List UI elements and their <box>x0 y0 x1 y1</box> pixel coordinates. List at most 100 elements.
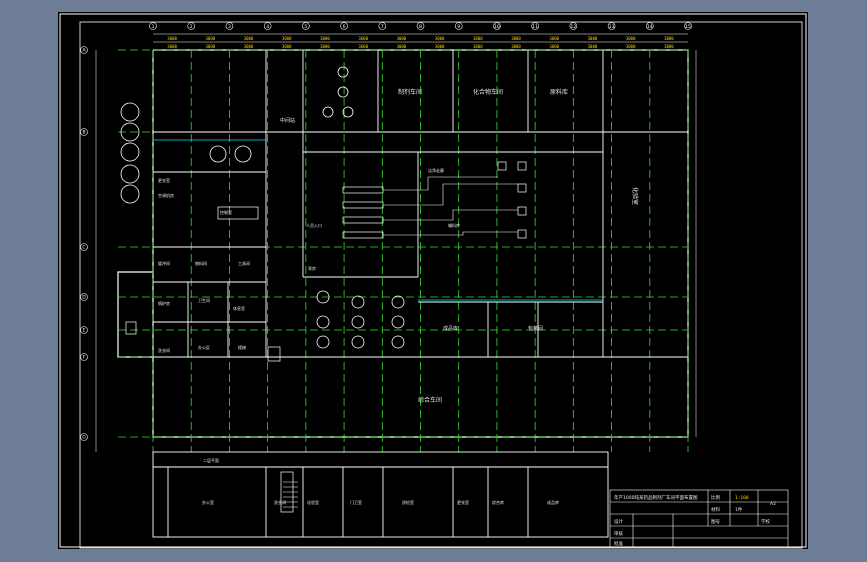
drawing-inner-frame <box>79 21 803 549</box>
axis-bubble-col-10: 10 <box>493 22 501 30</box>
room-label-workshop-a: 制剂车间 <box>398 88 422 96</box>
stair-symbol <box>283 481 298 508</box>
top-dim-4: 3000 <box>282 36 292 41</box>
axis-bubble-col-8: 8 <box>416 22 425 30</box>
room-label-restroom: 休息室 <box>233 305 245 311</box>
title-block-material-label: 材料 <box>711 506 720 513</box>
cyan-partitions <box>153 139 603 301</box>
title-block-school: 学校 <box>761 518 770 525</box>
axis-label-col-14: 14 <box>647 24 653 30</box>
axis-label-row-F: F <box>83 355 86 361</box>
axis-label-col-9: 9 <box>457 24 460 30</box>
axis-bubble-col-11: 11 <box>531 22 539 30</box>
axis-label-row-D: D <box>82 295 86 301</box>
axis-label-row-G: G <box>82 435 86 441</box>
axis-label-col-11: 11 <box>532 24 538 30</box>
axis-bubble-col-7: 7 <box>378 22 387 30</box>
top-dim-10: 3000 <box>511 36 521 41</box>
axis-bubble-row-G: G <box>80 433 88 441</box>
top-dim-3: 3000 <box>244 36 254 41</box>
axis-bubble-col-13: 13 <box>607 22 616 30</box>
title-block-size: A2 <box>770 501 776 507</box>
lower-wing-walls <box>152 451 609 538</box>
room-label-stair: 楼梯 <box>238 344 246 350</box>
axis-bubble-row-C: C <box>80 243 88 251</box>
top-dim-11: 3000 <box>549 36 559 41</box>
room-label-two-floor: 二层平面 <box>203 457 219 463</box>
room-label-main-hall: 综合车间 <box>418 396 442 404</box>
top-dim-2-11: 3000 <box>549 44 559 49</box>
room-label-clean-corridor: 洁净走廊 <box>428 167 444 173</box>
top-dim-2-7: 3000 <box>397 44 407 49</box>
axis-label-col-5: 5 <box>304 24 307 30</box>
room-label-lab: 化验室 <box>631 187 639 205</box>
top-dim-2-3: 3000 <box>244 44 254 49</box>
axis-label-col-6: 6 <box>343 24 346 30</box>
bottom-room-label-8: 成品库 <box>547 499 559 505</box>
room-label-storage: 辅料库 <box>448 222 460 228</box>
axis-grid-vertical <box>152 50 689 452</box>
axis-bubble-col-9: 9 <box>454 22 463 30</box>
room-label-wash: 洗衣间 <box>158 347 170 353</box>
title-block-scale: 1:100 <box>735 495 749 501</box>
axis-bubble-col-14: 14 <box>645 22 654 30</box>
row-axis-bubbles: A B C D E F G <box>80 46 88 441</box>
dimension-lines <box>95 33 697 452</box>
axis-label-col-12: 12 <box>570 24 576 30</box>
axis-bubble-row-A: A <box>80 46 88 54</box>
top-dim-14: 3000 <box>664 36 674 41</box>
axis-bubble-row-F: F <box>80 353 88 361</box>
axis-grid-horizontal <box>118 49 688 438</box>
axis-label-col-15: 15 <box>685 24 691 30</box>
room-label-pump: 泵房 <box>308 265 316 271</box>
axis-label-col-8: 8 <box>419 24 422 30</box>
axis-bubble-col-1: 1 <box>149 22 157 30</box>
top-dim-2: 3000 <box>206 36 216 41</box>
building-walls <box>117 49 689 438</box>
axis-label-col-3: 3 <box>228 24 231 30</box>
axis-bubble-col-5: 5 <box>302 22 310 30</box>
title-block-title: 年产1000吨某药品制剂厂车间平面布置图 <box>614 494 698 501</box>
room-label-mid: 中间站 <box>280 117 295 124</box>
room-label-wc: 卫生间 <box>198 297 210 303</box>
axis-label-row-E: E <box>83 328 86 334</box>
axis-bubble-row-D: D <box>80 293 88 301</box>
bottom-room-label-2: 洗衣间 <box>274 499 286 505</box>
axis-label-col-7: 7 <box>381 24 384 30</box>
axis-label-col-10: 10 <box>494 24 500 30</box>
axis-bubble-col-6: 6 <box>340 22 348 30</box>
top-dim-2-10: 3000 <box>511 44 521 49</box>
drawing-frame <box>59 13 807 548</box>
axis-label-col-1: 1 <box>152 24 155 30</box>
bottom-room-label-5: 质检室 <box>402 499 414 505</box>
bottom-room-label-7: 综合库 <box>492 499 504 505</box>
axis-bubble-col-15: 15 <box>684 22 692 30</box>
top-dim-7: 3000 <box>397 36 407 41</box>
axis-label-row-B: B <box>82 130 85 136</box>
top-dim-2-2: 3000 <box>206 44 216 49</box>
top-dim-2-1: 3000 <box>167 44 177 49</box>
cad-viewport[interactable]: 制剂车间 化合物车间 原料库 中间站 洁净走廊 辅料库 人员入口 泵房 成品库 … <box>58 12 808 549</box>
axis-bubble-col-3: 3 <box>225 22 234 30</box>
bottom-room-label-6: 更衣室 <box>457 499 469 505</box>
room-label-changing: 更衣室 <box>158 177 170 183</box>
top-dim-2-8: 3000 <box>435 44 445 49</box>
axis-label-col-2: 2 <box>190 24 193 30</box>
axis-label-row-A: A <box>82 48 86 54</box>
axis-bubble-row-E: E <box>80 326 88 334</box>
top-dim-9: 3000 <box>473 36 483 41</box>
axis-bubble-row-B: B <box>80 128 88 136</box>
room-label-stage: 缓冲间 <box>158 260 170 266</box>
axis-label-col-13: 13 <box>609 24 615 30</box>
title-block-scale-label: 比例 <box>711 494 720 501</box>
room-label-warehouse: 原料库 <box>550 88 568 96</box>
top-dim-8: 3000 <box>435 36 445 41</box>
title-block-approve: 批准 <box>614 540 623 547</box>
room-label-entrance: 人员入口 <box>306 222 322 228</box>
top-dim-2-12: 3000 <box>588 44 598 49</box>
room-label-air: 空调机房 <box>158 192 174 198</box>
top-dim-2-6: 3600 <box>358 44 368 49</box>
top-dim-2-5: 3000 <box>320 44 330 49</box>
title-block <box>609 489 789 548</box>
title-block-design: 设计 <box>614 518 623 525</box>
